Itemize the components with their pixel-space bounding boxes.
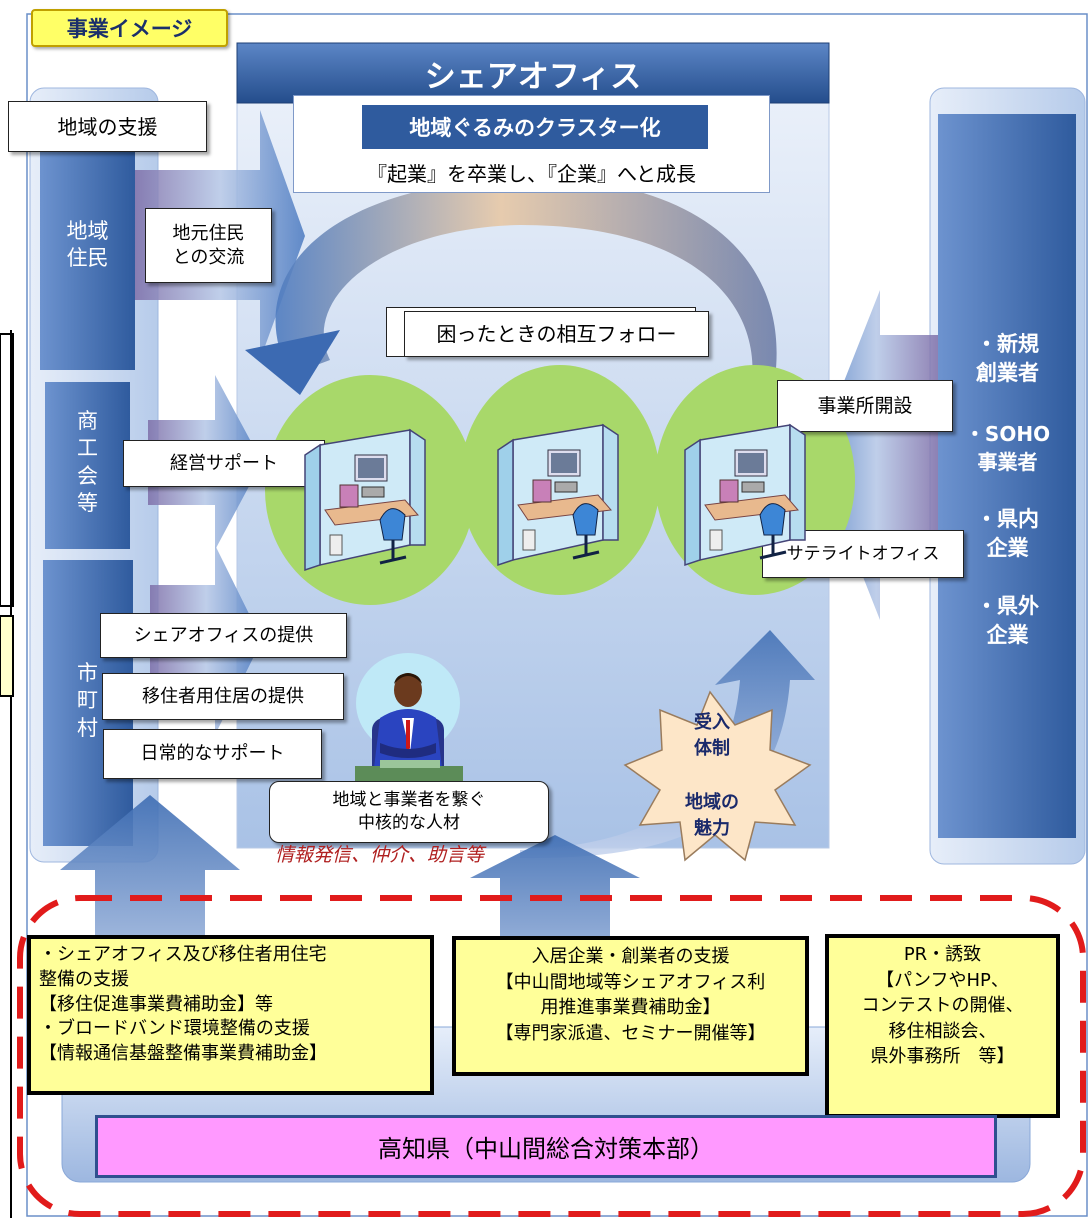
accept-system-label: 受入 体制 (694, 712, 730, 760)
office-provision-box: シェアオフィスの提供 (100, 613, 347, 658)
regional-support-box: 地域の支援 (8, 101, 207, 152)
target-outside-companies: ・県外 企業 (976, 594, 1039, 648)
commerce-label: 商 工 会 等 (77, 409, 98, 515)
local-appeal-label: 地域の 魅力 (685, 792, 739, 840)
section-tag: 事業イメージ (31, 9, 228, 47)
businessman-icon (355, 653, 463, 782)
housing-broadband-support-box: ・シェアオフィス及び移住者用住宅 整備の支援 【移住促進事業費補助金】等 ・ブロ… (27, 935, 434, 1095)
daily-support-box: 日常的なサポート (103, 729, 322, 779)
housing-provision-box: 移住者用住居の提供 (102, 673, 344, 720)
share-office-title: シェアオフィス (424, 58, 642, 95)
office-cubicle-icon (304, 428, 426, 572)
core-person-box: 地域と事業者を繋ぐ 中核的な人材 (269, 781, 549, 843)
target-soho: ・SOHO 事業者 (964, 422, 1051, 474)
office-cubicle-icon (497, 423, 619, 567)
residents-label: 地域 住民 (66, 219, 109, 271)
office-cubicle-icon (684, 423, 806, 567)
core-person-roles: 情報発信、仲介、助言等 (275, 844, 485, 866)
target-new-startups: ・新規 創業者 (976, 332, 1039, 386)
pr-attraction-box: PR・誘致 【パンフやHP、 コンテストの開催、 移住相談会、 県外事務所 等】 (825, 934, 1060, 1118)
municipality-label: 市 町 村 (77, 661, 98, 740)
mutual-follow-box: 困ったときの相互フォロー (404, 311, 709, 357)
prefecture-bar: 高知県（中山間総合対策本部） (95, 1115, 997, 1178)
management-support-box: 経営サポート (123, 440, 325, 487)
startup-support-box: 入居企業・創業者の支援 【中山間地域等シェアオフィス利 用推進事業費補助金】 【… (452, 936, 809, 1076)
target-prefecture-companies: ・県内 企業 (976, 507, 1039, 561)
growth-subtitle: 『起業』を卒業し、『企業』へと成長 (367, 161, 696, 186)
office-opening-box: 事業所開設 (777, 380, 953, 432)
resident-exchange-box: 地元住民 との交流 (145, 208, 272, 283)
cluster-label: 地域ぐるみのクラスター化 (362, 105, 708, 149)
